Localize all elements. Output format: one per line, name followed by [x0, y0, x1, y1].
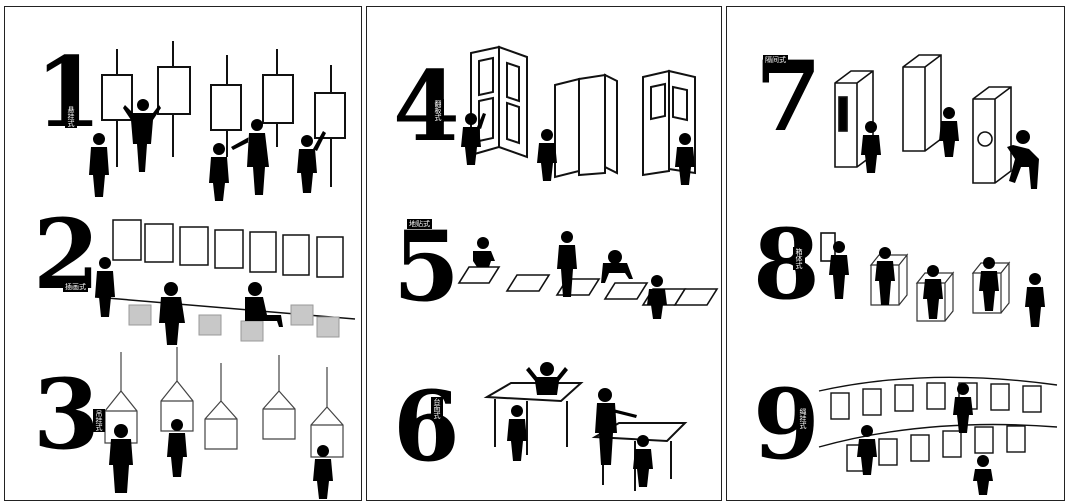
panel-3: 7 隔间式 8 箱体式 9 绳挂式 [726, 6, 1065, 501]
section-number-3: 3 [33, 367, 100, 463]
ropes-cards [819, 377, 1057, 471]
section-label-6: 台面式 [431, 397, 443, 420]
row3-silhouettes [109, 419, 333, 499]
section-label-5: 地贴式 [407, 219, 432, 229]
row8-silhouettes [829, 241, 1045, 327]
section-number-6: 6 [393, 379, 460, 475]
section-label-1: 悬挂式 [65, 105, 77, 128]
panel-2: 4 翻板式 5 地贴式 6 台面式 [366, 6, 722, 501]
wall-papers [95, 220, 355, 319]
row7-silhouettes [861, 107, 1039, 189]
section-label-2: 插画式 [63, 282, 88, 292]
folding-frames [471, 47, 695, 177]
row5-silhouettes [473, 231, 667, 319]
panel-1: 1 悬挂式 2 插画式 3 吊挂式 [4, 6, 362, 501]
section-number-8: 8 [753, 217, 820, 313]
section-label-7: 隔间式 [763, 55, 788, 65]
section-label-3: 吊挂式 [93, 409, 105, 432]
floor-tiles [459, 267, 717, 305]
booths [835, 55, 1011, 183]
section-number-5: 5 [393, 219, 460, 315]
hanging-cubes [105, 347, 343, 457]
section-number-9: 9 [753, 377, 820, 473]
section-label-9: 绳挂式 [797, 407, 809, 430]
section-number-4: 4 [393, 59, 460, 155]
section-label-4: 翻板式 [432, 99, 444, 122]
section-label-8: 箱体式 [793, 247, 805, 270]
